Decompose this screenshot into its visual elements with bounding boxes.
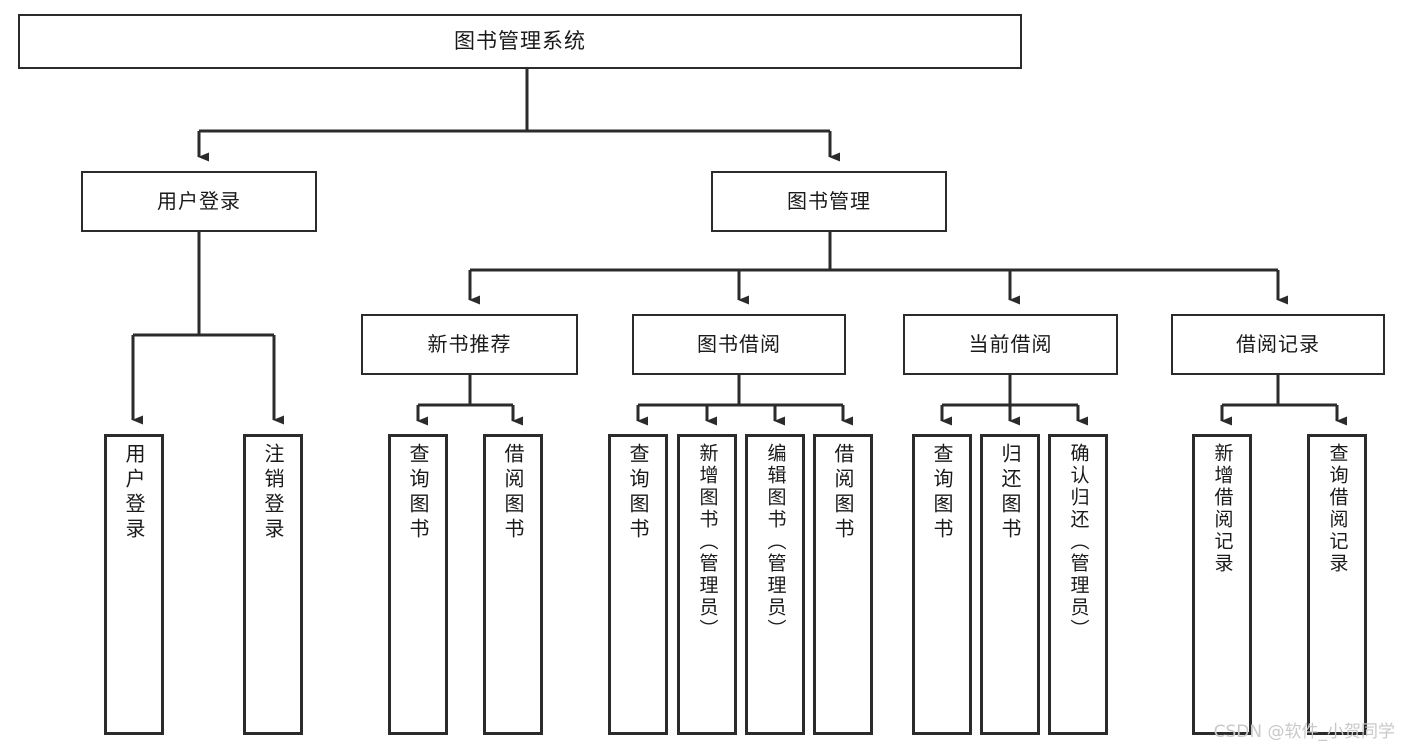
leaf-return-book-label: 归还图书 [998,443,1022,543]
leaf-add-book-admin[interactable]: 新增图书（管理员） [677,434,737,735]
leaf-return-book[interactable]: 归还图书 [980,434,1040,735]
watermark: CSDN @软件_小贺同学 [1213,722,1395,742]
leaf-query-book-borrow[interactable]: 查询图书 [608,434,668,735]
leaf-query-book-current[interactable]: 查询图书 [912,434,972,735]
leaf-user-login-label: 用户登录 [122,443,146,543]
node-user-login[interactable]: 用户登录 [81,171,317,232]
node-borrow-record-label: 借阅记录 [1236,331,1320,356]
leaf-query-book-borrow-label: 查询图书 [626,443,650,543]
leaf-user-login[interactable]: 用户登录 [104,434,164,735]
leaf-add-borrow-record[interactable]: 新增借阅记录 [1192,434,1252,735]
node-book-manage-label: 图书管理 [787,188,871,213]
leaf-borrow-book-label: 借阅图书 [831,443,855,543]
leaf-borrow-book[interactable]: 借阅图书 [813,434,873,735]
leaf-borrow-book-recommend-label: 借阅图书 [501,443,525,543]
node-current-borrow[interactable]: 当前借阅 [903,314,1118,375]
node-book-borrow[interactable]: 图书借阅 [632,314,846,375]
leaf-edit-book-admin-label: 编辑图书（管理员） [764,443,787,641]
leaf-edit-book-admin[interactable]: 编辑图书（管理员） [745,434,805,735]
node-current-borrow-label: 当前借阅 [968,331,1053,356]
node-root-label: 图书管理系统 [454,29,586,54]
leaf-query-book-recommend[interactable]: 查询图书 [388,434,448,735]
node-user-login-label: 用户登录 [157,188,241,213]
leaf-user-logout-label: 注销登录 [261,443,285,543]
leaf-add-borrow-record-label: 新增借阅记录 [1211,443,1234,575]
node-book-borrow-label: 图书借阅 [697,331,781,356]
leaf-confirm-return-admin[interactable]: 确认归还（管理员） [1048,434,1108,735]
leaf-query-borrow-record[interactable]: 查询借阅记录 [1307,434,1367,735]
node-new-book-recommend-label: 新书推荐 [427,331,512,356]
leaf-add-book-admin-label: 新增图书（管理员） [696,443,719,641]
leaf-query-book-recommend-label: 查询图书 [406,443,430,543]
node-root[interactable]: 图书管理系统 [18,14,1022,69]
node-borrow-record[interactable]: 借阅记录 [1171,314,1385,375]
node-new-book-recommend[interactable]: 新书推荐 [361,314,578,375]
leaf-confirm-return-admin-label: 确认归还（管理员） [1067,443,1090,641]
leaf-user-logout[interactable]: 注销登录 [243,434,303,735]
leaf-borrow-book-recommend[interactable]: 借阅图书 [483,434,543,735]
leaf-query-book-current-label: 查询图书 [930,443,954,543]
node-book-manage[interactable]: 图书管理 [711,171,947,232]
leaf-query-borrow-record-label: 查询借阅记录 [1326,443,1349,575]
